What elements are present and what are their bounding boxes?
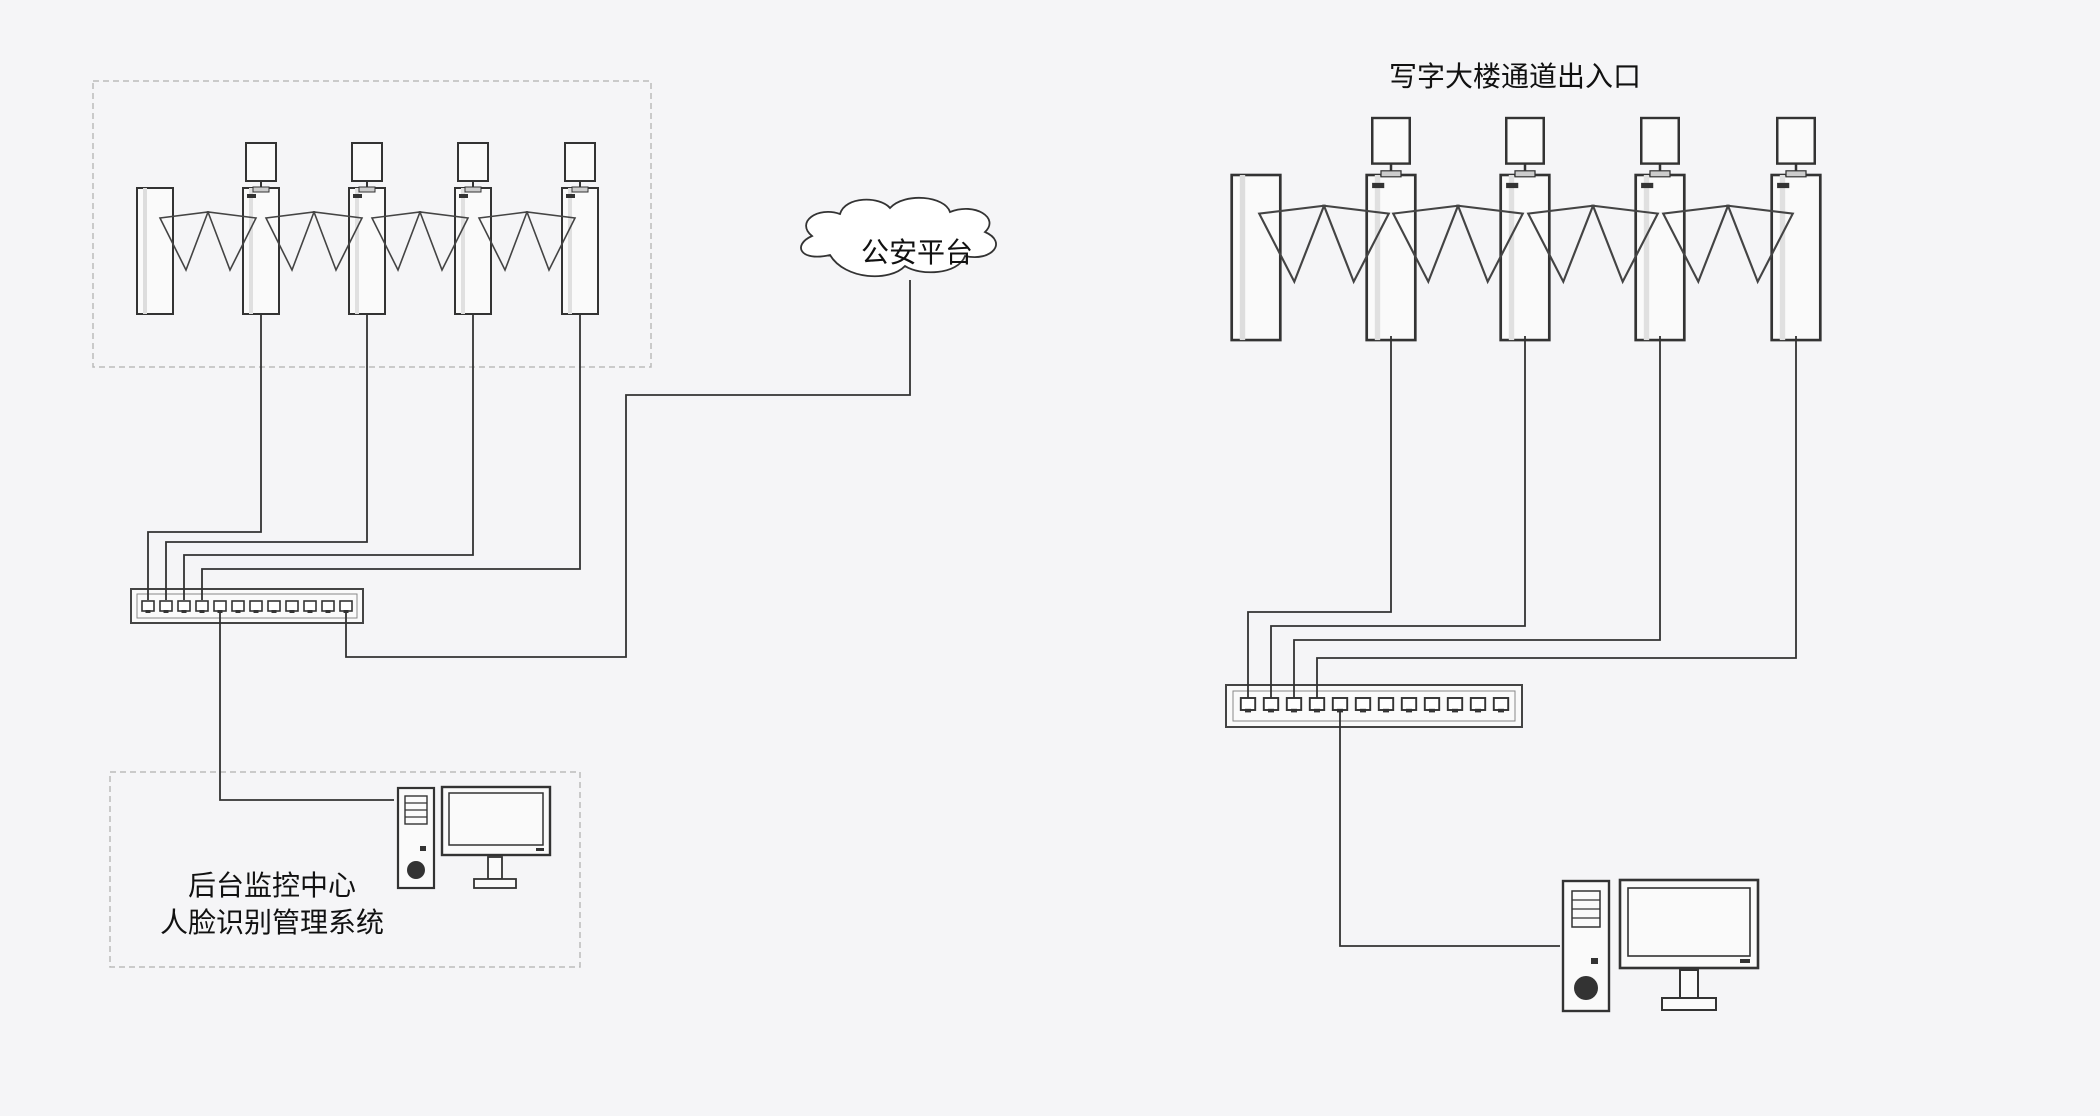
police-platform-label: 公安平台 — [861, 236, 973, 269]
police-platform-cloud: 公安平台 — [800, 196, 997, 278]
right-computer — [1561, 878, 1760, 1013]
building-entrance-title: 写字大楼通道出入口 — [1389, 60, 1641, 93]
right-face-terminals — [1371, 116, 1816, 179]
monitor-center-area — [109, 771, 581, 968]
right-cables — [1247, 336, 1797, 947]
monitor-center-label-line1: 后台监控中心 — [188, 869, 356, 902]
right-network-switch — [1225, 684, 1523, 728]
left-network-switch — [130, 588, 364, 624]
monitor-center-label-line2: 人脸识别管理系统 — [160, 906, 384, 939]
left-face-terminals — [245, 142, 596, 193]
left-gate-area — [92, 80, 652, 368]
monitor-computer — [396, 785, 552, 890]
left-turnstile-group — [136, 187, 599, 315]
left-cables — [147, 280, 911, 801]
right-turnstile-group — [1230, 173, 1822, 342]
